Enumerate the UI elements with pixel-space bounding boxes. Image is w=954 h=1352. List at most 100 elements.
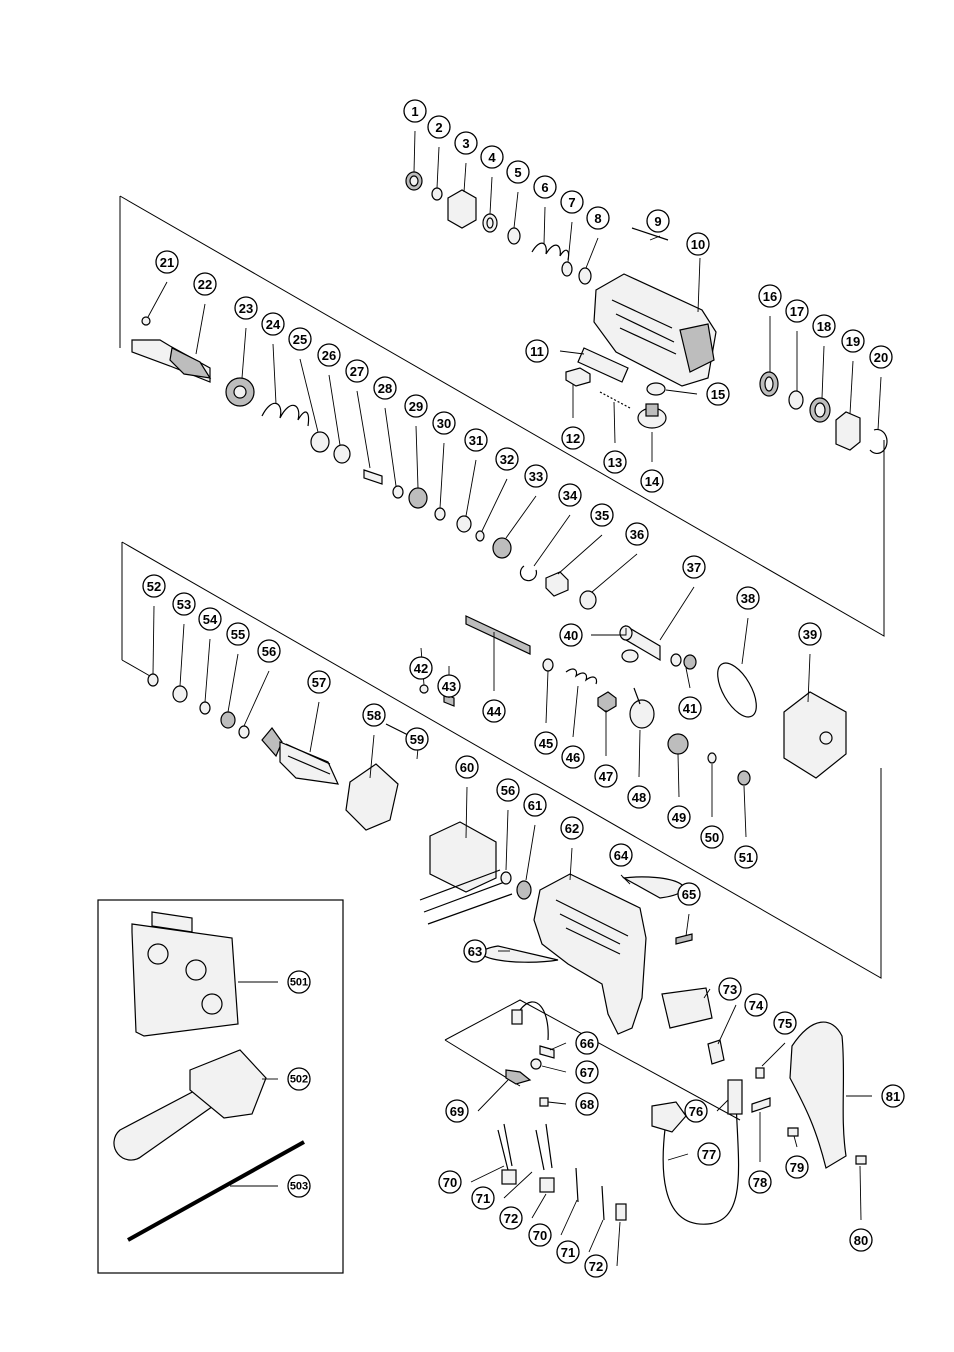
- callout-circle: [533, 175, 557, 199]
- callout-circle: [345, 359, 369, 383]
- part-callout-71: 71: [471, 1186, 495, 1210]
- callout-circle: [405, 727, 429, 751]
- callout-circle: [575, 1060, 599, 1084]
- callout-circle: [437, 674, 461, 698]
- callout-circle: [403, 99, 427, 123]
- part-callout-17: 17: [785, 299, 809, 323]
- callout-number: 501: [290, 977, 308, 989]
- callout-number: 21: [160, 255, 174, 270]
- callout-circle: [234, 296, 258, 320]
- callout-number: 66: [580, 1036, 594, 1051]
- part-callout-72: 72: [499, 1206, 523, 1230]
- part-callout-76: 76: [684, 1099, 708, 1123]
- callout-circle: [496, 778, 520, 802]
- part-callout-66: 66: [575, 1031, 599, 1055]
- callout-number: 18: [817, 319, 831, 334]
- callout-circle: [445, 1099, 469, 1123]
- callout-number: 31: [469, 433, 483, 448]
- callout-circle: [627, 785, 651, 809]
- callout-number: 20: [874, 350, 888, 365]
- callout-circle: [678, 696, 702, 720]
- callout-number: 4: [488, 150, 496, 165]
- part-callout-61: 61: [523, 793, 547, 817]
- callout-circle: [471, 1186, 495, 1210]
- callout-number: 50: [705, 830, 719, 845]
- callout-circle: [528, 1223, 552, 1247]
- callout-circle: [463, 939, 487, 963]
- callout-circle: [288, 327, 312, 351]
- callout-number: 503: [290, 1181, 308, 1193]
- callout-circle: [404, 394, 428, 418]
- callout-circle: [432, 411, 456, 435]
- part-callout-63: 63: [463, 939, 487, 963]
- part-callout-38: 38: [736, 586, 760, 610]
- callout-circle: [682, 555, 706, 579]
- callout-circle: [736, 586, 760, 610]
- callout-number: 57: [312, 675, 326, 690]
- callout-number: 30: [437, 416, 451, 431]
- part-callout-60: 60: [455, 755, 479, 779]
- callout-number: 76: [689, 1104, 703, 1119]
- callout-circle: [785, 299, 809, 323]
- part-callout-65: 65: [677, 882, 701, 906]
- callout-circle: [590, 503, 614, 527]
- callout-circle: [495, 447, 519, 471]
- part-callout-41: 41: [678, 696, 702, 720]
- part-callout-74: 74: [744, 993, 768, 1017]
- callout-number: 43: [442, 679, 456, 694]
- callout-number: 19: [846, 334, 860, 349]
- callout-number: 49: [672, 810, 686, 825]
- callout-circle: [257, 639, 281, 663]
- part-callout-68: 68: [575, 1092, 599, 1116]
- part-callout-35: 35: [590, 503, 614, 527]
- callout-number: 35: [595, 508, 609, 523]
- part-callout-52: 52: [142, 574, 166, 598]
- callout-number: 71: [561, 1245, 575, 1260]
- part-callout-42: 42: [409, 656, 433, 680]
- part-callout-10: 10: [686, 232, 710, 256]
- callout-circle: [193, 272, 217, 296]
- callout-number: 63: [468, 944, 482, 959]
- callout-number: 70: [443, 1175, 457, 1190]
- callout-circle: [841, 329, 865, 353]
- callout-number: 15: [711, 387, 725, 402]
- part-callout-59: 59: [405, 727, 429, 751]
- part-callout-21: 21: [155, 250, 179, 274]
- callout-number: 67: [580, 1065, 594, 1080]
- callout-circle: [881, 1084, 905, 1108]
- part-callout-16: 16: [758, 284, 782, 308]
- part-callout-51: 51: [734, 845, 758, 869]
- callout-number: 23: [239, 301, 253, 316]
- callout-circle: [373, 376, 397, 400]
- part-callout-34: 34: [558, 483, 582, 507]
- callout-number: 74: [749, 998, 764, 1013]
- callout-circle: [558, 483, 582, 507]
- callout-circle: [849, 1228, 873, 1252]
- part-callout-28: 28: [373, 376, 397, 400]
- callout-number: 52: [147, 579, 161, 594]
- part-callout-56b: 56: [496, 778, 520, 802]
- callout-circle: [575, 1031, 599, 1055]
- part-callout-56: 56: [257, 639, 281, 663]
- callout-circle: [455, 755, 479, 779]
- callout-circle: [172, 592, 196, 616]
- part-callout-72b: 72: [584, 1254, 608, 1278]
- gear-parts: [419, 586, 847, 838]
- callout-number: 32: [500, 452, 514, 467]
- callout-circle: [506, 160, 530, 184]
- callout-circle: [560, 816, 584, 840]
- callout-circle: [748, 1170, 772, 1194]
- callout-circle: [556, 1240, 580, 1264]
- part-callout-37: 37: [682, 555, 706, 579]
- callout-circle: [625, 522, 649, 546]
- part-callout-4: 4: [480, 145, 504, 169]
- callout-number: 56: [501, 783, 515, 798]
- part-callout-49: 49: [667, 805, 691, 829]
- callout-circle: [706, 382, 730, 406]
- part-callout-23: 23: [234, 296, 258, 320]
- callout-circle: [667, 805, 691, 829]
- main-housing: [481, 847, 737, 1065]
- part-callout-40: 40: [559, 623, 583, 647]
- callout-number: 2: [435, 120, 442, 135]
